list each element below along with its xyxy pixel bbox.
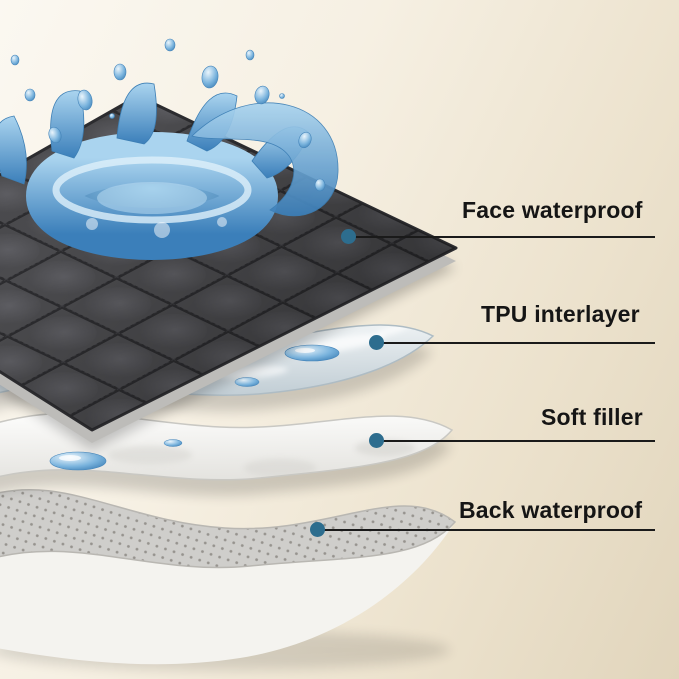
leader-line-back-waterproof: [318, 529, 655, 531]
callout-label-soft-filler: Soft filler: [541, 404, 643, 430]
water-droplet-filler: [49, 439, 183, 471]
callout-label-face-waterproof: Face waterproof: [462, 197, 643, 223]
leader-dot-back-waterproof: [310, 522, 325, 537]
callout-label-back-waterproof: Back waterproof: [459, 497, 643, 523]
leader-dot-tpu-interlayer: [369, 335, 384, 350]
water-splash: [0, 38, 339, 260]
callout-label-tpu-interlayer: TPU interlayer: [481, 301, 640, 327]
leader-dot-face-waterproof: [341, 229, 356, 244]
leader-line-tpu-interlayer: [377, 342, 655, 344]
leader-line-face-waterproof: [349, 236, 655, 238]
leader-line-soft-filler: [377, 440, 655, 442]
water-droplet-tpu: [234, 344, 340, 387]
leader-dot-soft-filler: [369, 433, 384, 448]
